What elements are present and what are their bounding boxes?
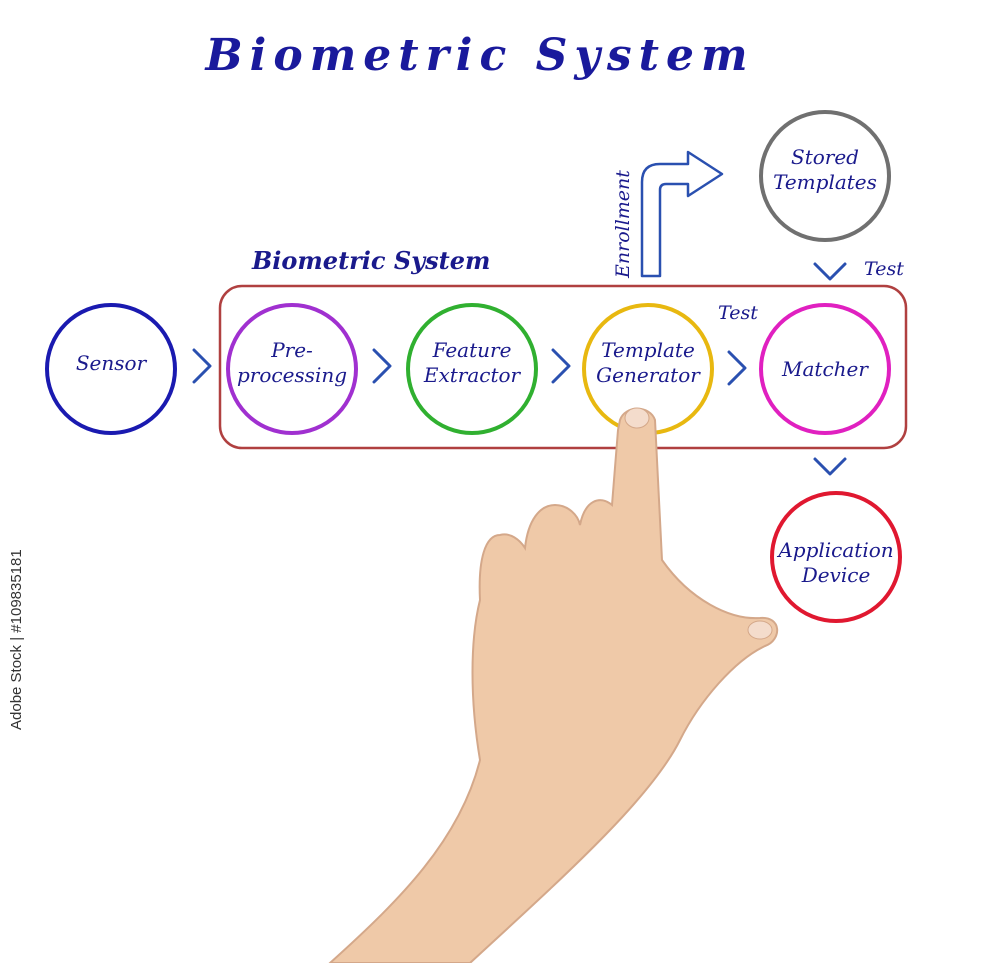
arrow-sensor-to-preprocessing: [192, 348, 212, 384]
arrow-matcher-to-application: [813, 457, 847, 476]
arrow-stored-to-matcher: [813, 262, 847, 281]
sensor-circle: [45, 303, 177, 435]
template-generator-label: Template Generator: [596, 338, 700, 387]
application-device-circle: [770, 491, 902, 623]
stored-templates-circle: [759, 110, 891, 242]
enrollment-arrow: [640, 150, 724, 278]
stored-templates-label: Stored Templates: [773, 145, 877, 194]
stock-watermark: Adobe Stock | #109835181: [8, 549, 25, 730]
matcher-label: Matcher: [782, 357, 868, 381]
arrow-generator-to-matcher: [727, 350, 747, 386]
arrow-preprocessing-to-feature: [372, 348, 392, 384]
arrow-feature-to-generator: [551, 348, 571, 384]
enrollment-label: Enrollment: [612, 170, 634, 278]
preprocessing-circle: [226, 303, 358, 435]
biometric-system-group-box: [218, 284, 908, 450]
test-label-stored-matcher: Test: [864, 258, 904, 280]
application-device-label: Application Device: [778, 538, 894, 587]
matcher-circle: [759, 303, 891, 435]
preprocessing-label: Pre- processing: [236, 338, 348, 387]
group-label: Biometric System: [252, 246, 491, 275]
feature-extractor-circle: [406, 303, 538, 435]
sensor-label: Sensor: [75, 351, 147, 375]
pointing-hand-image: [328, 407, 779, 963]
page-title: Biometric System: [205, 30, 755, 81]
feature-extractor-label: Feature Extractor: [423, 338, 521, 387]
test-label-generator-matcher: Test: [718, 302, 758, 324]
